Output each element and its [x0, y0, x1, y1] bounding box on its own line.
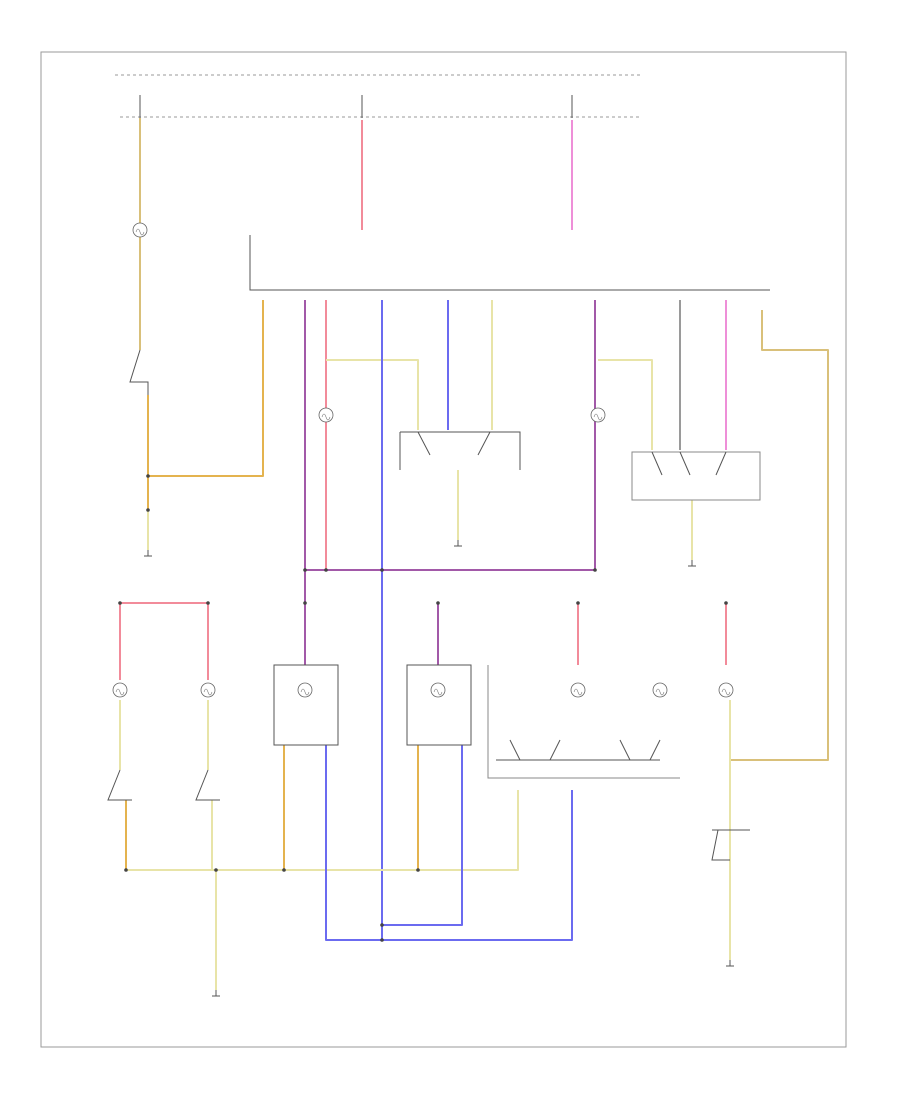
- lamp-glovebox-square-filament: [135, 228, 145, 236]
- splice-point: [206, 601, 210, 605]
- lamp-left-1-bulb: [112, 682, 128, 698]
- lamp-upper-left-filament: [321, 413, 331, 421]
- splice-point: [380, 938, 384, 942]
- splice-point: [380, 568, 384, 572]
- lamp-center-c-filament: [300, 688, 310, 696]
- wire-left-orange-cross: [148, 300, 264, 477]
- control-module-box: [249, 235, 770, 291]
- lamp-glovebox-square-icon: [132, 222, 148, 238]
- lamp-license-filament: [721, 688, 731, 696]
- lamp-left-2-filament: [203, 688, 213, 696]
- splice-point: [146, 474, 150, 478]
- ground-symbols: [144, 540, 734, 997]
- splice-point: [324, 568, 328, 572]
- wire-tan-far-right: [730, 310, 829, 761]
- lamp-c-housing: [273, 664, 339, 746]
- lamp-upper-right-bulb: [590, 407, 606, 423]
- splice-point: [303, 568, 307, 572]
- splice-point: [416, 868, 420, 872]
- lamp-upper-left-bulb: [318, 407, 334, 423]
- lamp-right-e2-bulb: [652, 682, 668, 698]
- splice-point: [380, 923, 384, 927]
- door-switch-left-1-icon: [107, 769, 132, 801]
- dimmer-switch-contacts-icon: [651, 451, 727, 476]
- switch-assemblies: [107, 349, 761, 861]
- wire-tan-right: [598, 359, 653, 450]
- lamps-layer: [112, 222, 734, 698]
- lamp-glovebox-square-bulb: [132, 222, 148, 238]
- lamp-d-housing: [406, 664, 472, 746]
- lamp-upper-right-filament: [593, 413, 603, 421]
- headlamp-switch-contacts-icon: [417, 431, 491, 456]
- ground-mid-icon: [454, 540, 462, 547]
- lamp-left-1-icon: [112, 682, 128, 698]
- diagram-frame: [40, 51, 847, 1048]
- lamp-right-e-filament: [573, 688, 583, 696]
- splice-points-layer: [118, 474, 728, 942]
- lamp-upper-left-icon: [318, 407, 334, 423]
- lamp-upper-right-icon: [590, 407, 606, 423]
- lamp-center-d-icon: [430, 682, 446, 698]
- dimmer-switch-box: [631, 451, 761, 501]
- splice-point: [436, 601, 440, 605]
- lamp-center-d-bulb: [430, 682, 446, 698]
- lamp-left-2-icon: [200, 682, 216, 698]
- lamp-right-e2-filament: [655, 688, 665, 696]
- lamp-right-e-bulb: [570, 682, 586, 698]
- fuse-markers: [139, 95, 573, 118]
- splice-point: [576, 601, 580, 605]
- lamp-e-switch-contacts-icon: [509, 739, 661, 761]
- splice-point: [124, 868, 128, 872]
- door-switch-left-2-icon: [195, 769, 220, 801]
- lamp-license-bulb: [718, 682, 734, 698]
- wire-yellow-ground-bus: [126, 790, 519, 871]
- lamp-left-2-bulb: [200, 682, 216, 698]
- headlamp-switch-box: [399, 431, 521, 470]
- lamp-right-e2-icon: [652, 682, 668, 698]
- splice-point: [214, 868, 218, 872]
- lamp-left-1-filament: [115, 688, 125, 696]
- splice-point: [118, 601, 122, 605]
- ground-left-icon: [144, 550, 152, 557]
- splice-point: [146, 508, 150, 512]
- ground-bottom-left-icon: [212, 990, 220, 997]
- splice-point: [282, 868, 286, 872]
- trunk-switch-icon: [711, 829, 750, 861]
- lamp-center-d-filament: [433, 688, 443, 696]
- ground-right-icon: [688, 560, 696, 567]
- wire-blue-bottom-left: [325, 745, 573, 941]
- glovebox-switch-icon: [129, 349, 149, 395]
- ground-bottom-right-icon: [726, 960, 734, 967]
- wire-blue-bottom-right: [382, 745, 463, 926]
- lamp-center-c-bulb: [297, 682, 313, 698]
- lamp-right-e-icon: [570, 682, 586, 698]
- wires-layer: [119, 118, 829, 990]
- lamp-e-housing: [487, 665, 680, 779]
- splice-point: [303, 601, 307, 605]
- splice-point: [724, 601, 728, 605]
- lamp-center-c-icon: [297, 682, 313, 698]
- splice-point: [593, 568, 597, 572]
- wire-tan-loop: [326, 359, 419, 430]
- lamp-license-icon: [718, 682, 734, 698]
